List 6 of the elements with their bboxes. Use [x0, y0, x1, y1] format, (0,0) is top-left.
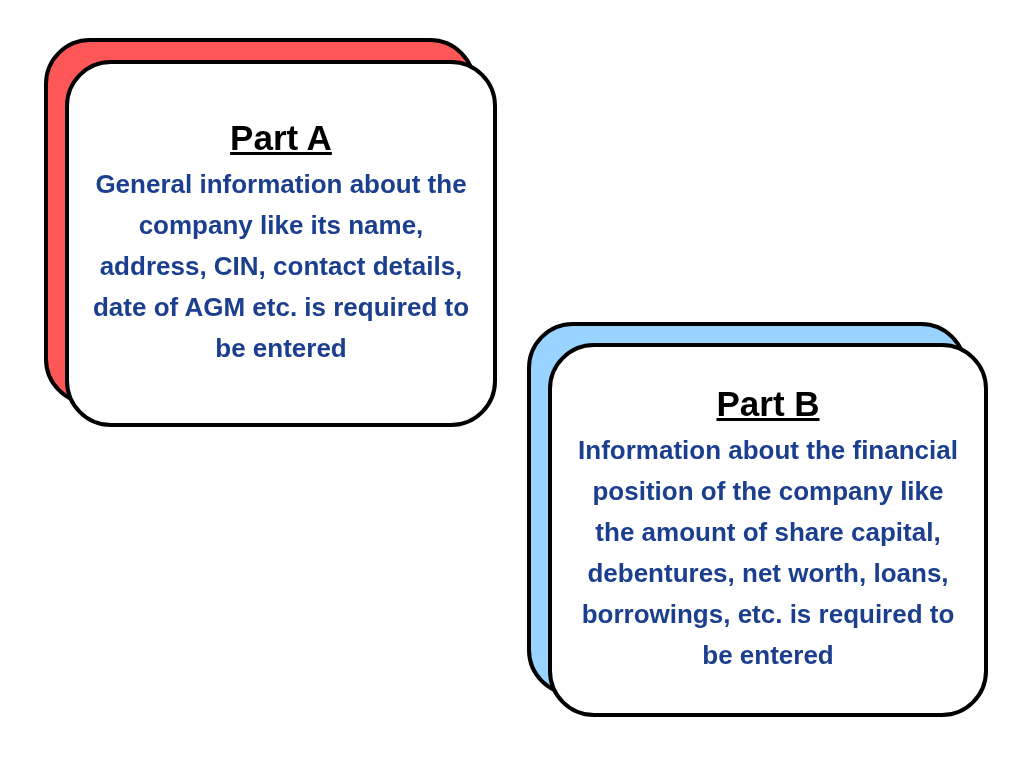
card-heading: Part A [230, 118, 332, 158]
card-description: General information about the company like its name, address, CIN, contact details, date of AGM etc. is required to be entered [91, 168, 471, 365]
card-heading: Part B [716, 384, 820, 424]
text-card [65, 60, 497, 427]
card-description: Information about the financial position of the company like the amount of share capital, debentures, net worth, loans, borrowings, etc. is required to be entered [577, 434, 959, 672]
text-card [548, 343, 988, 717]
